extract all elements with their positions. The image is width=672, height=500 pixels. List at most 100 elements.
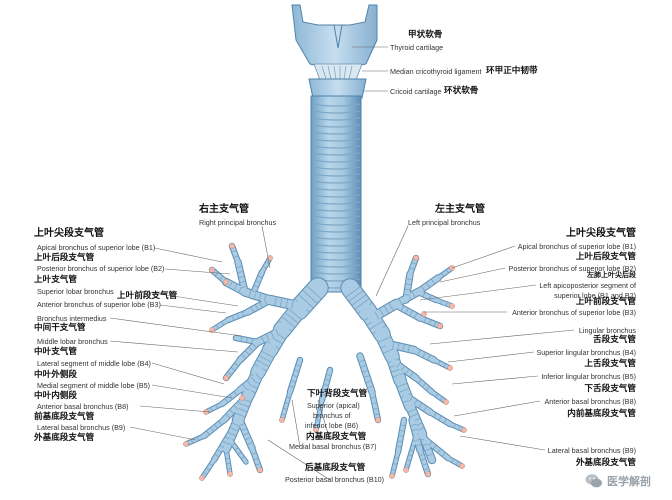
bronchus-ring xyxy=(236,313,240,319)
bronchus-ring xyxy=(227,431,233,435)
bronchus-ring xyxy=(407,345,410,353)
bronchus-ring xyxy=(399,429,405,432)
bronchiole-tip xyxy=(459,463,465,469)
bronchus-ring xyxy=(251,452,257,455)
bronchus-ring xyxy=(238,451,242,455)
bronchus-ring xyxy=(394,457,399,459)
leader-line xyxy=(375,225,409,297)
tracheal-ring xyxy=(311,138,361,142)
tracheal-ring xyxy=(311,117,361,121)
bronchus-segment-fill xyxy=(280,390,292,422)
bronchus-ring xyxy=(426,282,430,288)
bronchus-ring xyxy=(396,382,408,388)
l-anterior-zh: 上叶前段支气管 xyxy=(575,297,636,307)
bronchus-ring xyxy=(415,443,422,447)
bronchiole-tip xyxy=(183,441,189,447)
tracheal-ring xyxy=(311,159,361,163)
bronchus-ring xyxy=(319,404,323,406)
tracheal-ring xyxy=(311,271,361,275)
bronchus-ring xyxy=(219,276,224,280)
bronchus-ring xyxy=(253,291,257,299)
bronchus-ring xyxy=(458,426,461,430)
leader-line xyxy=(154,247,223,263)
bronchus-segment-fill xyxy=(384,340,418,354)
bronchus-segment-fill xyxy=(249,269,265,299)
bronchus-ring xyxy=(292,374,298,378)
leader-line xyxy=(129,426,197,441)
bronchus-ring xyxy=(322,389,327,391)
cricothyroid-ligament xyxy=(313,63,363,81)
bronchus-ring xyxy=(229,409,235,414)
l-apical-zh: 上叶尖段支气管 xyxy=(566,228,636,239)
bronchus-ring xyxy=(397,440,403,443)
bronchus-ring xyxy=(285,299,289,308)
bronchus-ring xyxy=(456,461,459,465)
c-posterior-basal-en: Posterior basal bronchus (B10) xyxy=(285,475,385,484)
bronchus-ring xyxy=(374,311,380,320)
bronchus-segment-fill xyxy=(432,358,452,370)
bronchus-segment-fill xyxy=(423,437,451,461)
bronchus-ring xyxy=(241,311,245,317)
bronchus-ring xyxy=(214,454,219,457)
bronchus-ring xyxy=(217,449,222,453)
bronchus-ring xyxy=(397,343,400,350)
bronchus-ring xyxy=(398,388,410,393)
bronchus-ring xyxy=(423,406,427,412)
bronchus-ring xyxy=(431,279,435,284)
bronchus-ring xyxy=(255,280,261,283)
bronchus-ring xyxy=(237,401,243,406)
bronchus-ring xyxy=(365,380,372,383)
bronchus-ring xyxy=(231,367,235,371)
bronchus-ring xyxy=(451,459,454,463)
bronchus-ring xyxy=(246,337,248,343)
leader-line xyxy=(159,304,227,314)
bronchus-ring xyxy=(289,385,294,388)
bronchus-ring xyxy=(411,428,418,432)
bronchus-segment-fill xyxy=(367,299,401,323)
bronchus-ring xyxy=(433,445,437,450)
bronchus-ring xyxy=(326,374,331,376)
bronchus-ring xyxy=(230,427,235,431)
r-lateral-basal-en: Lateral basal bronchus (B9) xyxy=(37,423,126,432)
right-principal-en: Right principal bronchus xyxy=(199,218,277,227)
bronchus-ring xyxy=(367,385,374,389)
bronchus-ring xyxy=(210,427,214,432)
bronchus-segment-fill xyxy=(369,389,381,423)
bronchiole-tip xyxy=(313,427,319,433)
l-lateral-basal-en: Lateral basal bronchus (B9) xyxy=(547,446,636,455)
bronchus-ring xyxy=(419,453,424,456)
tracheal-ring xyxy=(311,103,361,107)
bronchus-ring xyxy=(246,380,251,386)
thyroid-zh: 甲状软骨 xyxy=(408,30,443,40)
bronchus-ring xyxy=(422,352,426,358)
bronchus-ring xyxy=(417,349,421,356)
bronchus-ring xyxy=(404,288,411,291)
bronchus-ring xyxy=(403,293,410,296)
thyroid-cartilage xyxy=(291,4,378,71)
bronchus-ring xyxy=(239,281,246,283)
bronchus-ring xyxy=(231,443,235,446)
bronchus-ring xyxy=(274,296,277,306)
l-apicoposterior-zh: 左肺上叶尖后段 xyxy=(587,271,636,279)
bronchus-segment-fill xyxy=(241,288,274,304)
bronchus-ring xyxy=(233,255,239,258)
left-principal-zh: 左主支气管 xyxy=(435,204,485,215)
bronchus-segment-fill xyxy=(417,447,431,477)
bronchiole-tip xyxy=(461,427,467,433)
bronchus-segment-fill xyxy=(254,326,286,346)
bronchus-ring xyxy=(248,347,253,352)
c-apical-lower-en-1: Superior (apical) xyxy=(307,401,360,410)
bronchus-segment-fill xyxy=(201,417,227,439)
r-superior-lobar-en: Superior lobar bronchus xyxy=(37,287,114,296)
bronchus-ring xyxy=(378,336,391,343)
l-posterior-en: Posterior bronchus of superior lobe (B2) xyxy=(508,264,636,273)
bronchus-segment-fill xyxy=(357,353,375,395)
leader-line xyxy=(139,290,239,307)
leader-line xyxy=(139,405,211,413)
bronchus-ring xyxy=(409,413,419,418)
bronchus-segment-fill xyxy=(430,390,448,404)
left-principal-en: Left principal bronchus xyxy=(408,218,481,227)
bronchiole-tip xyxy=(375,417,381,423)
bronchus-segment-fill xyxy=(265,295,303,311)
